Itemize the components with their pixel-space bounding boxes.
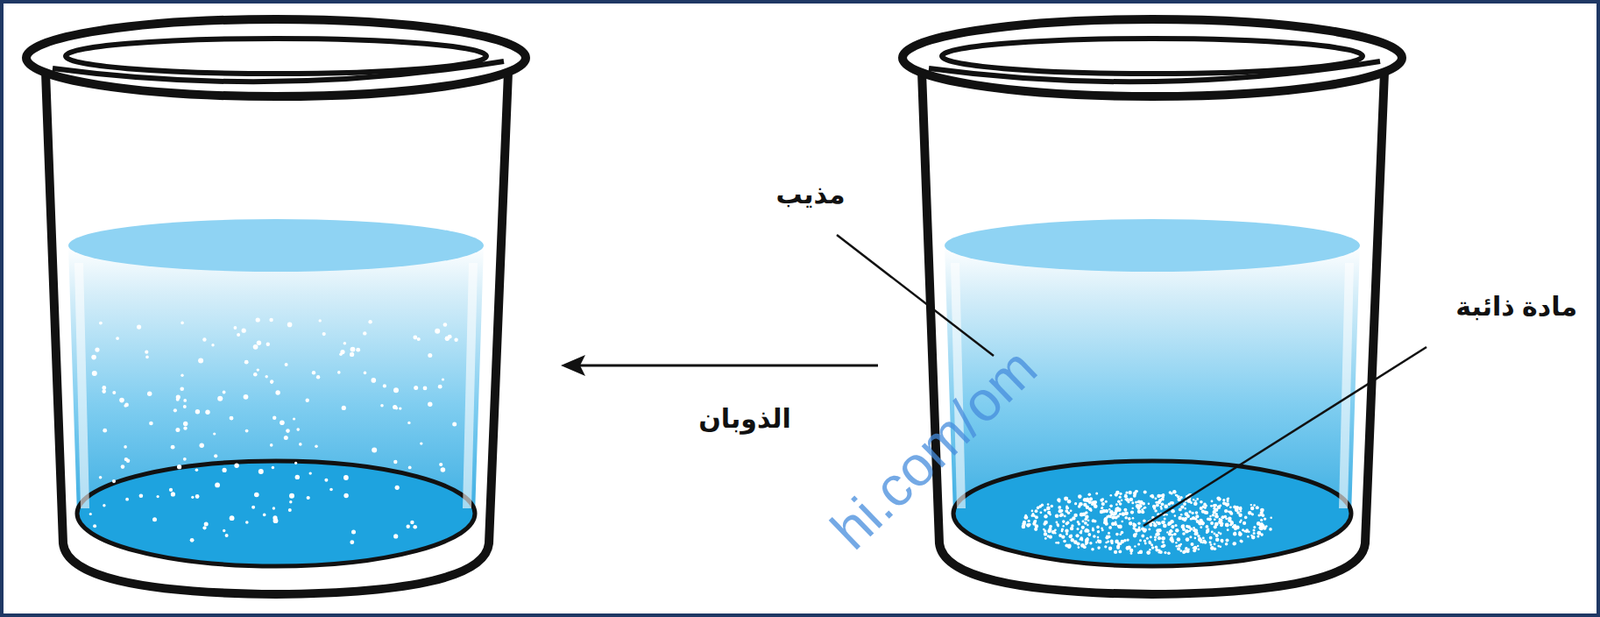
solvent-label: مذيب (776, 178, 846, 211)
process-label: الذوبان (698, 403, 792, 435)
solute-label: مادة ذائبة (1455, 290, 1578, 323)
